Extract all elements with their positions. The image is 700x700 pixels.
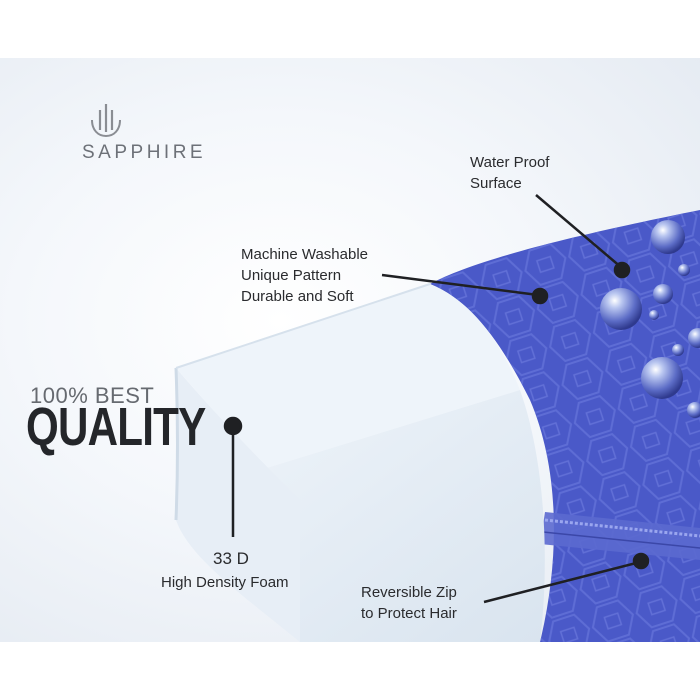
foam-side	[176, 368, 300, 642]
callout-text: Machine Washable	[241, 246, 369, 263]
callout-text: Durable and Soft	[241, 288, 354, 305]
headline-line1: 100% BEST	[30, 383, 155, 408]
callout-text: Water Proof	[470, 154, 550, 171]
callout-density-value: 33 D	[213, 549, 249, 568]
flame-lines-icon	[91, 104, 121, 138]
callout-water-proof: Water Proof Surface	[470, 152, 549, 194]
callout-density-label: High Density Foam	[161, 574, 289, 591]
callout-lines	[223, 194, 650, 604]
brand-name: SAPPHIRE	[82, 142, 207, 163]
headline-line2: QUALITY	[26, 397, 206, 457]
callout-washable: Machine Washable Unique Pattern Durable …	[241, 244, 368, 307]
foam-top	[176, 284, 520, 470]
callout-zip: Reversible Zip to Protect Hair	[361, 582, 457, 624]
callout-text: Reversible Zip	[361, 584, 457, 601]
callout-text: to Protect Hair	[361, 605, 457, 622]
water-drops	[600, 220, 700, 418]
callout-text: Surface	[470, 175, 522, 192]
callout-text: Unique Pattern	[241, 267, 342, 284]
